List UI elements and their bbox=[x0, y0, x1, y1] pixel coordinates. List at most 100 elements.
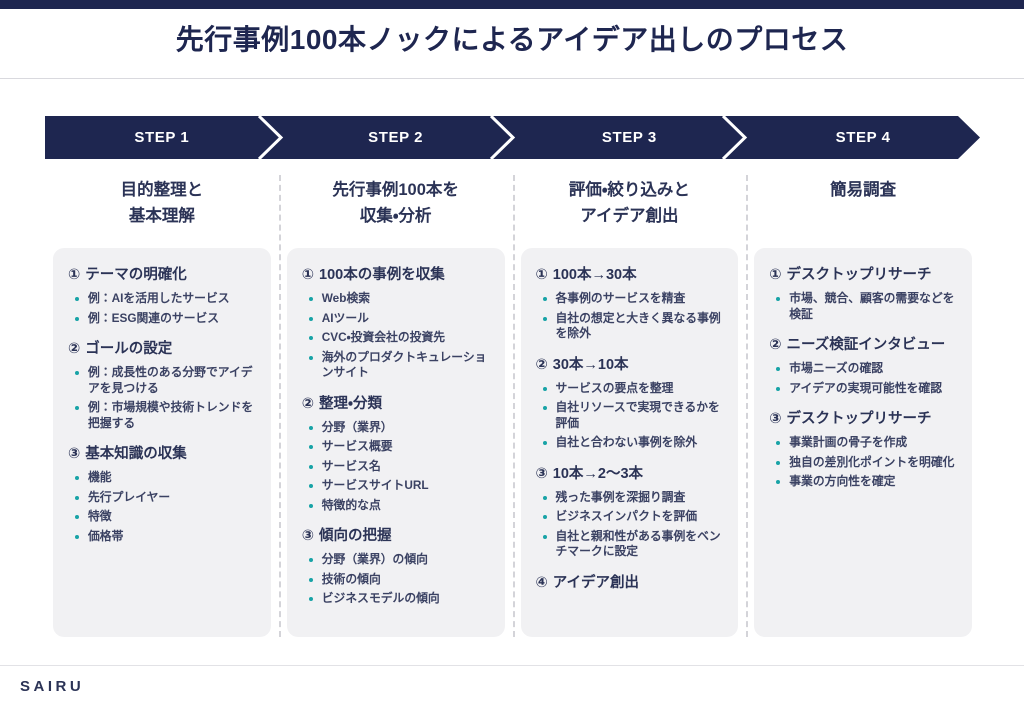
list-item: 価格帯 bbox=[68, 529, 256, 545]
list-item: 市場ニーズの確認 bbox=[769, 361, 957, 377]
group-title-text: 100本の事例を収集 bbox=[319, 267, 445, 283]
bullet-list: 例：成長性のある分野でアイデアを見つける例：市場規模や技術トレンドを把握する bbox=[68, 365, 256, 431]
list-item: 海外のプロダクトキュレーションサイト bbox=[302, 350, 490, 381]
group-number: ② bbox=[68, 341, 81, 357]
list-item: 例：成長性のある分野でアイデアを見つける bbox=[68, 365, 256, 396]
bullet-list: Web検索 AIツール CVC・投資会社の投資先海外のプロダクトキュレーションサイト bbox=[302, 291, 490, 381]
footer-divider bbox=[0, 665, 1024, 666]
group-title-text: デスクトップリサーチ bbox=[786, 411, 932, 427]
list-item: 自社の想定と大きく異なる事例を除外 bbox=[536, 311, 724, 342]
list-item: 事業計画の骨子を作成 bbox=[769, 435, 957, 451]
list-item: ビジネスインパクトを評価 bbox=[536, 509, 724, 525]
list-item: 分野（業界）の傾向 bbox=[302, 552, 490, 568]
sairu-logo: SAIRU bbox=[20, 678, 85, 695]
list-item: サービス概要 bbox=[302, 439, 490, 455]
list-item: 先行プレイヤー bbox=[68, 490, 256, 506]
column-heading: 簡易調査 bbox=[830, 181, 897, 199]
group-title-text: 傾向の把握 bbox=[319, 528, 392, 544]
group-number: ③ bbox=[68, 446, 81, 462]
group-number: ③ bbox=[535, 465, 548, 482]
title-divider bbox=[0, 78, 1024, 79]
list-item: アイデアの実現可能性を確認 bbox=[769, 381, 957, 397]
group-number: ③ bbox=[769, 411, 782, 427]
list-item: ビジネスモデルの傾向 bbox=[302, 591, 490, 607]
step-label-3: STEP 3 bbox=[601, 129, 657, 146]
page-title: 先行事例100本ノックによるアイデア出しのプロセス bbox=[175, 24, 849, 55]
bullet-list: 例：AIを活用したサービス例：ESG関連のサービス bbox=[68, 291, 256, 326]
list-item: 例：市場規模や技術トレンドを把握する bbox=[68, 400, 256, 431]
step-label-2: STEP 2 bbox=[368, 129, 424, 146]
group-number: ② bbox=[301, 395, 315, 412]
group-title-text: アイデア創出 bbox=[552, 574, 640, 591]
step-banner-shape bbox=[45, 116, 980, 159]
bullet-list: 市場ニーズの確認アイデアの実現可能性を確認 bbox=[769, 361, 957, 396]
group-title-text: デスクトップリサーチ bbox=[786, 267, 932, 283]
top-accent-bar bbox=[0, 0, 1024, 9]
group-number: ① bbox=[535, 267, 548, 283]
bullet-list: 分野（業界）の傾向技術の傾向ビジネスモデルの傾向 bbox=[302, 552, 490, 607]
list-item: 自社リソースで実現できるかを評価 bbox=[536, 400, 724, 431]
list-item: 独自の差別化ポイントを明確化 bbox=[769, 455, 957, 471]
column-heading: 先行事例100本を 収集・分析 bbox=[332, 181, 459, 225]
list-item: 残った事例を深掘り調査 bbox=[536, 490, 724, 506]
step-label-4: STEP 4 bbox=[835, 129, 891, 146]
list-item: 自社と親和性がある事例をベンチマークに設定 bbox=[536, 529, 724, 560]
group-number: ③ bbox=[301, 528, 315, 544]
step-label-1: STEP 1 bbox=[134, 129, 190, 146]
list-item: 技術の傾向 bbox=[302, 572, 490, 588]
list-item: AIツール bbox=[302, 311, 490, 327]
list-item: 各事例のサービスを精査 bbox=[536, 291, 724, 307]
list-item: 例：AIを活用したサービス bbox=[68, 291, 256, 307]
list-item: サービス名 bbox=[302, 459, 490, 475]
list-item: Web検索 bbox=[302, 291, 490, 307]
list-item: 特徴 bbox=[68, 509, 256, 525]
list-item: CVC・投資会社の投資先 bbox=[302, 330, 490, 346]
list-item: 機能 bbox=[68, 470, 256, 486]
group-title-text: 30本→10本 bbox=[552, 356, 629, 373]
group-title-text: 100本→30本 bbox=[552, 267, 637, 283]
bullet-list: 分野（業界） サービス概要サービス名サービスサイトURL 特徴的な点 bbox=[302, 420, 490, 514]
bullet-list: サービスの要点を整理自社リソースで実現できるかを評価自社と合わない事例を除外 bbox=[536, 381, 724, 451]
group-title-text: テーマの明確化 bbox=[85, 267, 187, 283]
group-number: ④ bbox=[535, 574, 548, 591]
list-item: 分野（業界） bbox=[302, 420, 490, 436]
list-item: 事業の方向性を確定 bbox=[769, 474, 957, 490]
bullet-list: 各事例のサービスを精査自社の想定と大きく異なる事例を除外 bbox=[536, 291, 724, 342]
list-item: 例：ESG関連のサービス bbox=[68, 311, 256, 327]
bullet-list: 市場、競合、顧客の需要などを検証 bbox=[769, 291, 957, 322]
step-label-row: STEP 1 STEP 2 STEP 3 STEP 4 bbox=[45, 116, 980, 159]
column-heading: 目的整理と 基本理解 bbox=[120, 181, 204, 225]
group-number: ② bbox=[535, 356, 548, 373]
list-item: サービスサイトURL bbox=[302, 478, 490, 494]
list-item: サービスの要点を整理 bbox=[536, 381, 724, 397]
group-title-text: 基本知識の収集 bbox=[85, 446, 187, 462]
list-item: 特徴的な点 bbox=[302, 498, 490, 514]
group-title-text: ニーズ検証インタビュー bbox=[786, 337, 946, 353]
